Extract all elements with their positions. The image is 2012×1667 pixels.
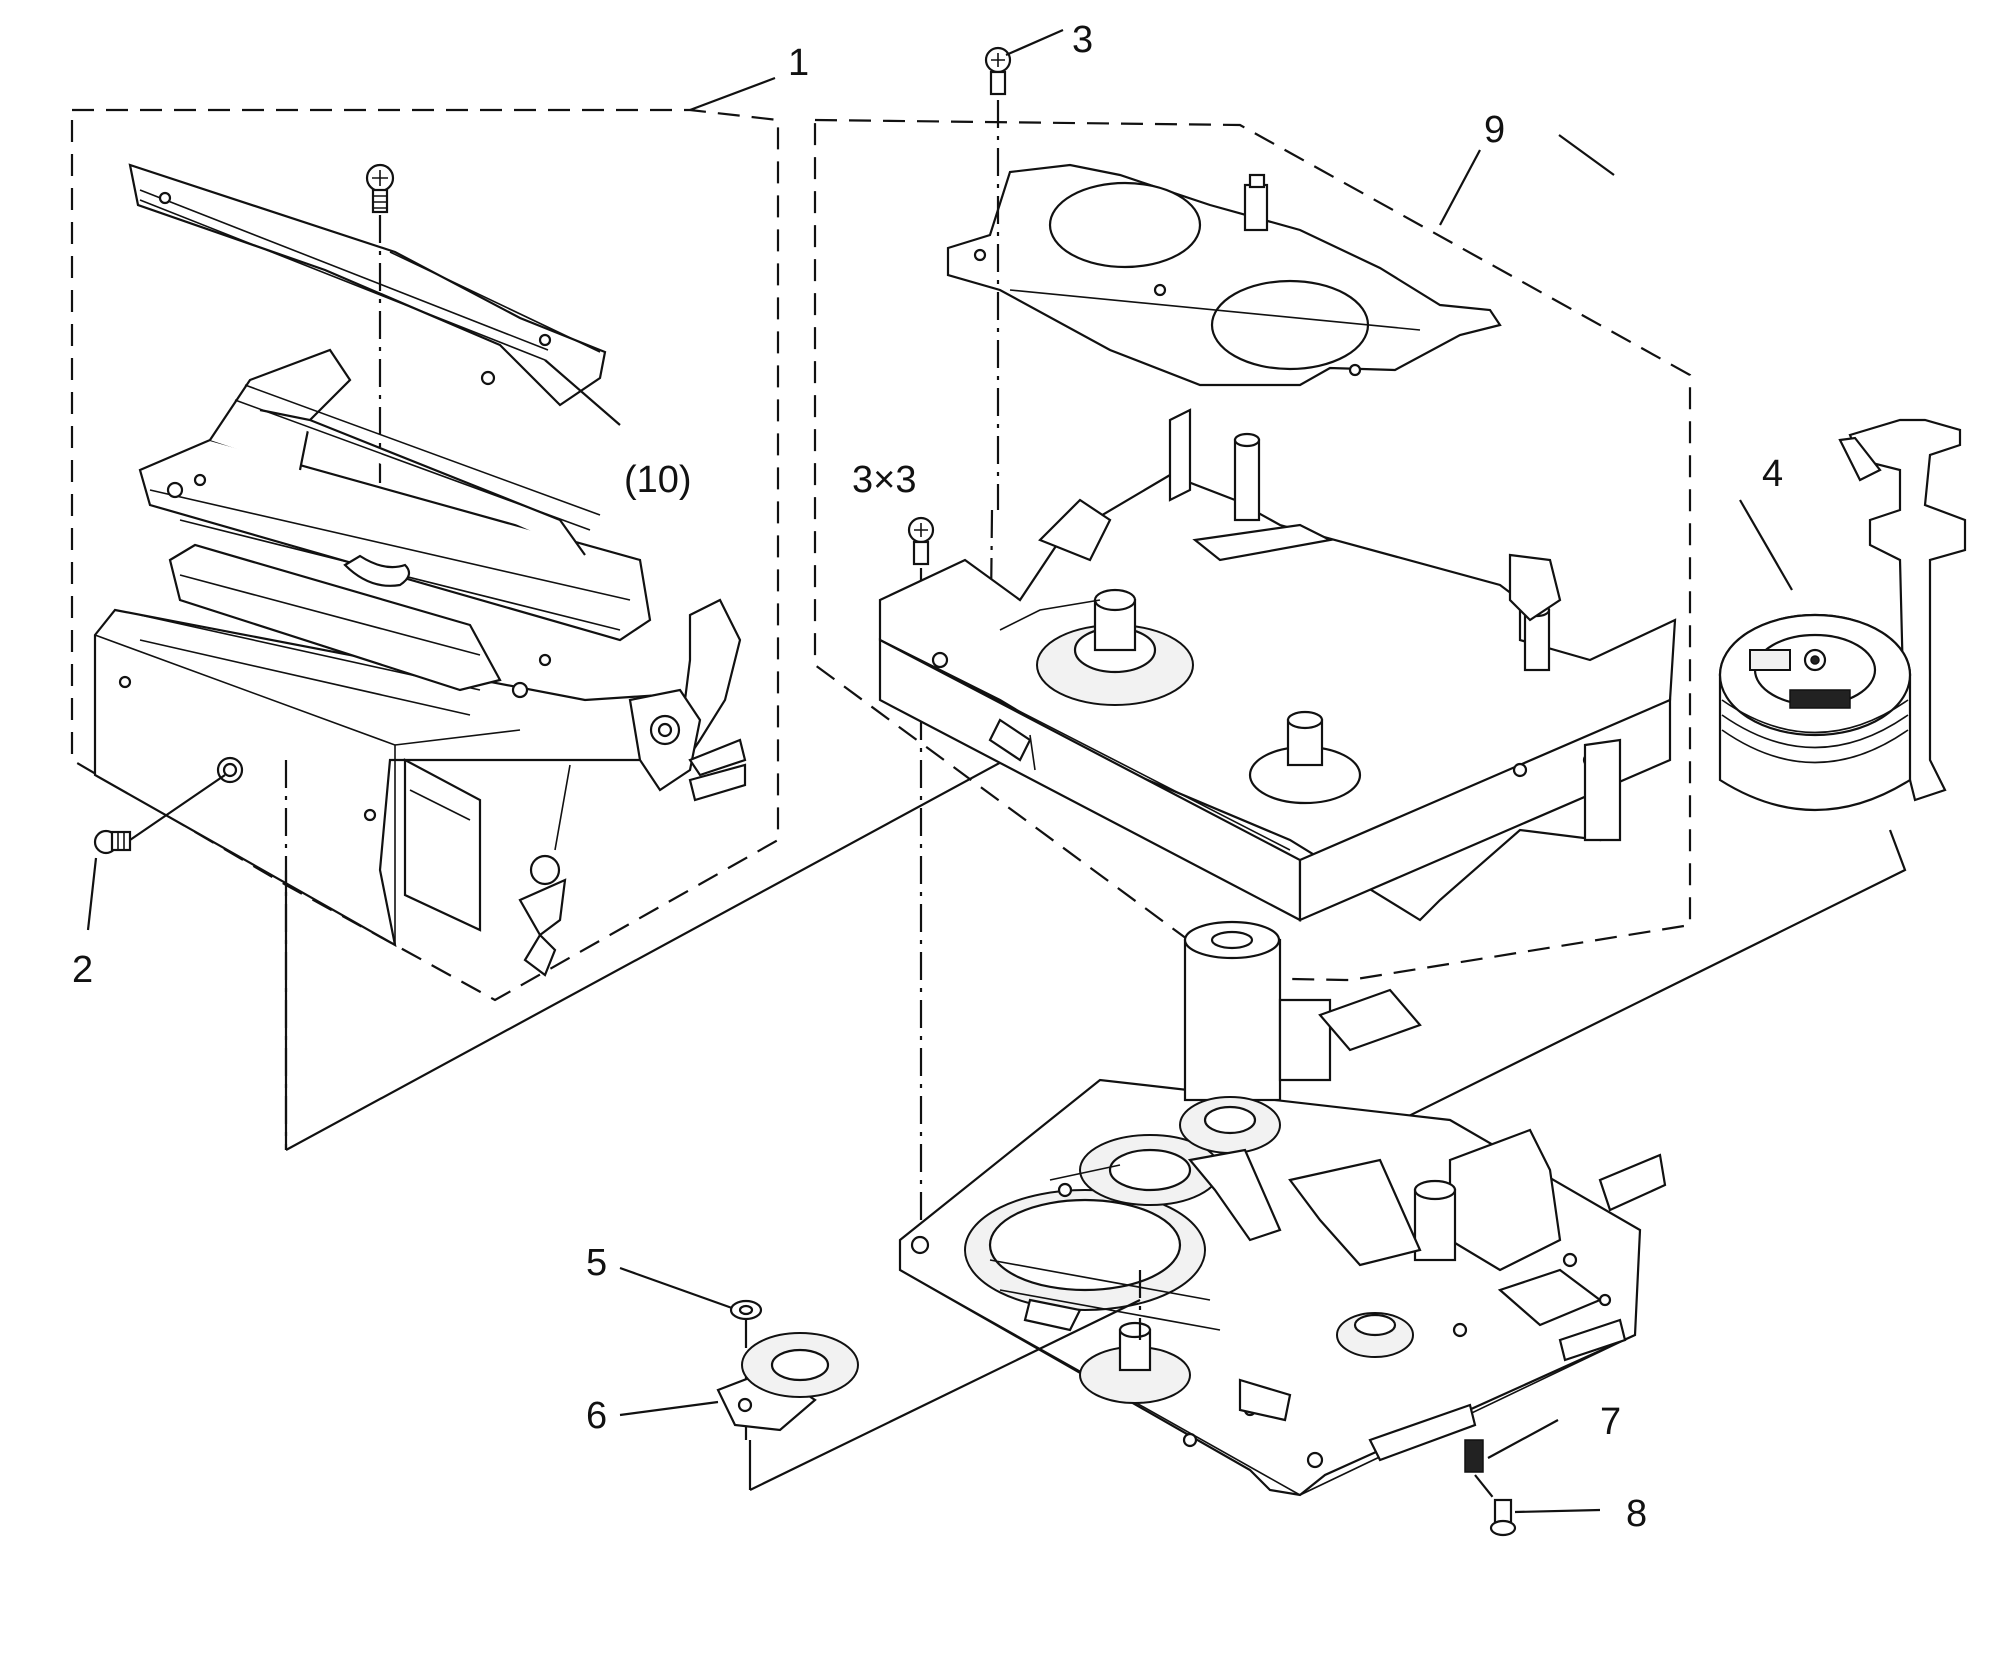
label-part-7: 7	[1600, 1401, 1621, 1443]
assembly-line-a	[285, 759, 1006, 1151]
top-chassis-plate	[946, 163, 1502, 387]
screw-8	[1489, 1498, 1517, 1537]
top-plate	[128, 163, 607, 407]
screw-3x3	[907, 516, 935, 566]
washer-5	[729, 1299, 763, 1321]
label-part-2: 2	[72, 949, 93, 991]
assembly-line-c	[749, 1299, 1141, 1491]
group-boundary-9	[813, 118, 1692, 982]
assembly-line-b	[1319, 829, 1907, 1161]
gear-arm-6	[716, 1332, 859, 1432]
label-part-1: 1	[788, 42, 809, 84]
label-part-5: 5	[586, 1242, 607, 1284]
screw-3	[984, 46, 1012, 96]
capstan-motor	[1183, 938, 1282, 1102]
main-mechanism-deck	[898, 920, 1667, 1497]
cassette-holder-assembly	[70, 108, 780, 1150]
upper-chassis-group	[813, 28, 1692, 1240]
head-drum-assembly	[1718, 418, 1967, 811]
label-part-6: 6	[586, 1395, 607, 1437]
label-part-9: 9	[1484, 109, 1505, 151]
label-part-4: 4	[1762, 453, 1783, 495]
label-part-8: 8	[1626, 1493, 1647, 1535]
label-part-3x3: 3×3	[852, 459, 916, 501]
screw-2	[93, 829, 132, 855]
screw-top-left	[365, 163, 395, 214]
label-part-10: (10)	[624, 459, 692, 501]
label-part-3: 3	[1072, 19, 1093, 61]
spring-7	[1464, 1439, 1484, 1473]
